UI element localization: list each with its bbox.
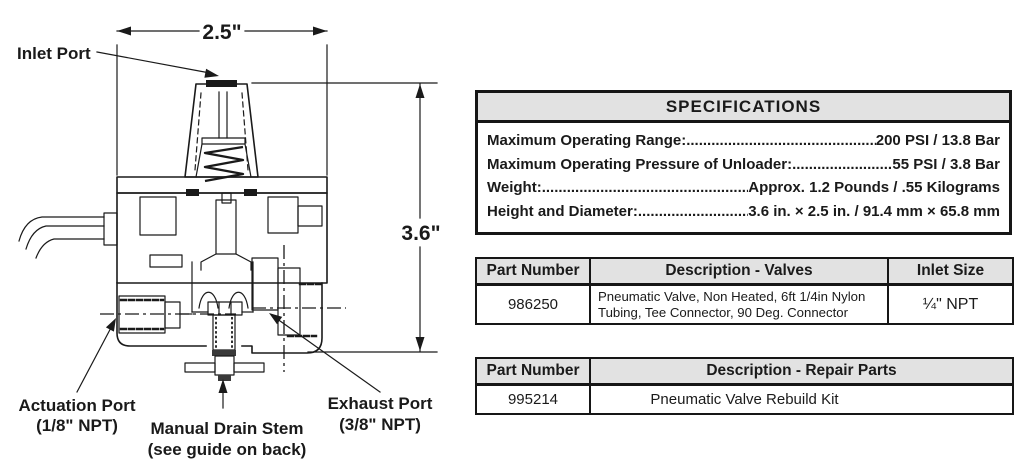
width-dimension: 2.5": [116, 21, 328, 176]
width-dimension-label: 2.5": [202, 21, 241, 44]
valve-description: Pneumatic Valve, Non Heated, 6ft 1/4in N…: [589, 283, 889, 325]
dot-leader: [542, 176, 749, 200]
valve-spring: [195, 137, 252, 183]
valve-inlet-size: ¼" NPT: [887, 283, 1014, 325]
drain-stem-callout: Manual Drain Stem (see guide on back): [148, 379, 307, 459]
spec-value: 200 PSI / 13.8 Bar: [875, 132, 1000, 149]
inlet-port-callout: Inlet Port: [17, 44, 219, 78]
spec-label: Weight:: [487, 179, 542, 196]
spec-label: Maximum Operating Pressure of Unloader:: [487, 155, 793, 173]
valves-header-row: Part Number Description - Valves Inlet S…: [475, 257, 1014, 286]
inlet-port-label: Inlet Port: [17, 44, 91, 63]
exhaust-port-callout: Exhaust Port (3/8" NPT): [269, 313, 433, 434]
inlet-port-opening: [206, 80, 237, 87]
column-header-description-repair: Description - Repair Parts: [589, 357, 1014, 386]
repair-header-row: Part Number Description - Repair Parts: [475, 357, 1014, 386]
spec-row-height-diameter: Height and Diameter: 3.6 in. × 2.5 in. /…: [487, 200, 1000, 224]
specifications-table: SPECIFICATIONS Maximum Operating Range: …: [475, 90, 1012, 235]
spec-row-weight: Weight: Approx. 1.2 Pounds / .55 Kilogra…: [487, 176, 1000, 200]
exhaust-port-size: (3/8" NPT): [339, 415, 421, 434]
dot-leader: [792, 153, 892, 177]
specifications-title: SPECIFICATIONS: [478, 93, 1009, 123]
exhaust-port-label: Exhaust Port: [328, 394, 433, 413]
dot-leader: [686, 129, 876, 153]
drain-stem-label: Manual Drain Stem: [150, 419, 303, 438]
spec-label: Height and Diameter:: [487, 202, 638, 220]
actuation-port-callout: Actuation Port (1/8" NPT): [18, 318, 136, 435]
spec-label: Maximum Operating Range:: [487, 132, 687, 149]
repair-description: Pneumatic Valve Rebuild Kit: [589, 383, 1014, 415]
column-header-part-number: Part Number: [475, 257, 591, 286]
drain-stem-note: (see guide on back): [148, 440, 307, 459]
exhaust-port-cavity: [251, 257, 324, 338]
actuation-port-size: (1/8" NPT): [36, 416, 118, 435]
height-dimension-label: 3.6": [401, 222, 440, 245]
dot-leader: [638, 200, 748, 224]
spec-row-unloader-pressure: Maximum Operating Pressure of Unloader: …: [487, 153, 1000, 177]
specifications-body: Maximum Operating Range: 200 PSI / 13.8 …: [478, 123, 1009, 232]
spec-value: 55 PSI / 3.8 Bar: [892, 155, 1000, 173]
valve-part-number: 986250: [475, 283, 591, 325]
spec-row-operating-range: Maximum Operating Range: 200 PSI / 13.8 …: [487, 129, 1000, 153]
actuation-port-label: Actuation Port: [18, 396, 135, 415]
valves-table: Part Number Description - Valves Inlet S…: [475, 257, 1014, 325]
repair-data-row: 995214 Pneumatic Valve Rebuild Kit: [475, 383, 1014, 415]
spec-value: 3.6 in. × 2.5 in. / 91.4 mm × 65.8 mm: [748, 202, 1000, 220]
valve-cap: [184, 80, 259, 178]
column-header-part-number: Part Number: [475, 357, 591, 386]
air-tube: [18, 212, 118, 259]
repair-parts-table: Part Number Description - Repair Parts 9…: [475, 357, 1014, 415]
column-header-inlet-size: Inlet Size: [887, 257, 1014, 286]
column-header-description-valves: Description - Valves: [589, 257, 889, 286]
repair-part-number: 995214: [475, 383, 591, 415]
valves-data-row: 986250 Pneumatic Valve, Non Heated, 6ft …: [475, 283, 1014, 325]
valve-diagram: 2.5" 3.6" Inlet Port: [17, 21, 441, 459]
height-dimension: 3.6": [251, 82, 441, 353]
spec-value: Approx. 1.2 Pounds / .55 Kilograms: [748, 179, 1000, 196]
drain-stem: [184, 301, 265, 381]
valve-drawing: [18, 80, 346, 381]
